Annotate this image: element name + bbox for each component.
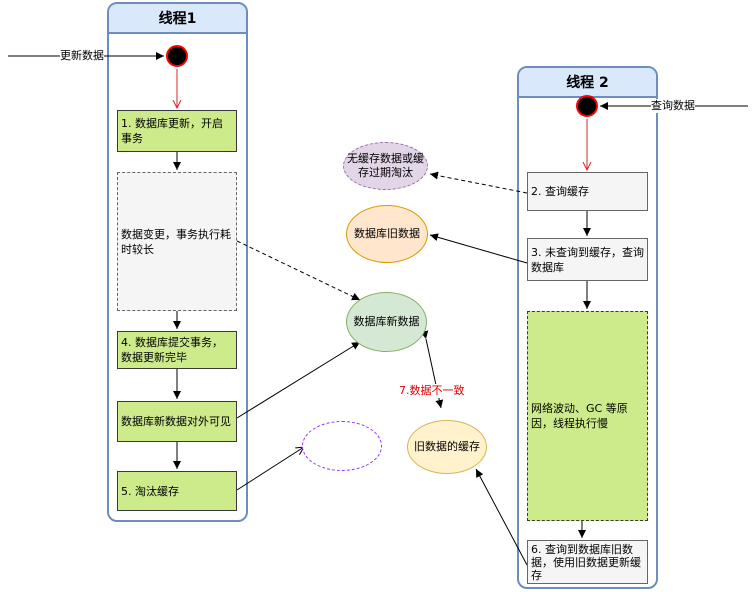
- state-empty: [302, 421, 382, 471]
- label-query-data: 查询数据: [651, 99, 695, 113]
- step-network-gc-slow: 网络波动、GC 等原因，线程执行慢: [527, 311, 648, 521]
- state-no-cache: 无缓存数据或缓存过期淘汰: [343, 142, 428, 190]
- start-node-thread-2: [576, 95, 598, 117]
- start-node-thread-1: [166, 45, 188, 67]
- lane-thread-1-header: 线程1: [109, 4, 246, 34]
- label-update-data: 更新数据: [60, 49, 104, 63]
- arrow-visible-dbnew: [236, 341, 361, 419]
- arrow-wait-dbnew: [236, 240, 361, 301]
- lane-thread-1-title: 线程1: [158, 11, 197, 27]
- step-db-new-visible: 数据库新数据对外可见: [117, 401, 237, 442]
- step-cache-miss-query-db: 3. 未查询到缓存，查询数据库: [527, 238, 648, 281]
- step-query-cache: 2. 查询缓存: [527, 172, 648, 211]
- arrow-step5-empty: [236, 447, 304, 491]
- state-db-old-data: 数据库旧数据: [346, 205, 428, 263]
- lane-thread-2-title: 线程 2: [566, 75, 609, 91]
- step-tx-running-long: 数据变更，事务执行耗时较长: [117, 172, 237, 311]
- step-db-update-begin-tx: 1. 数据库更新，开启事务: [117, 110, 237, 152]
- arrow-step3-dbold: [429, 233, 528, 264]
- step-db-commit-tx: 4. 数据库提交事务，数据更新完毕: [117, 331, 237, 369]
- lane-thread-2-header: 线程 2: [519, 68, 656, 98]
- state-old-data-cache: 旧数据的缓存: [407, 420, 487, 474]
- arrow-step6-oldcache: [475, 468, 528, 566]
- label-data-inconsistent: 7.数据不一致: [399, 384, 465, 398]
- state-db-new-data: 数据库新数据: [346, 292, 427, 352]
- arrow-step2-nocache: [429, 171, 528, 194]
- step-evict-cache: 5. 淘汰缓存: [117, 471, 237, 511]
- step-update-cache-old-data: 6. 查询到数据库旧数据，使用旧数据更新缓存: [527, 540, 648, 584]
